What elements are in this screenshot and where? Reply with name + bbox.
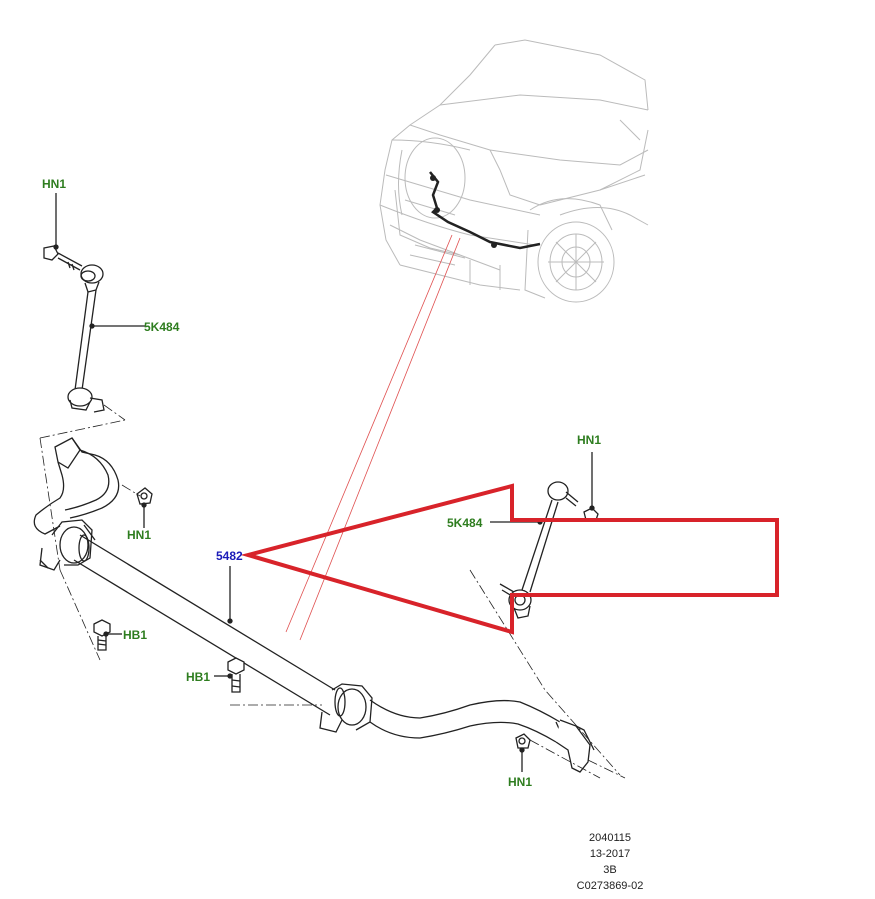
red-highlight-callout [240, 483, 779, 635]
locator-lines [285, 234, 461, 641]
callout-hn1-bottom: HN1 [508, 775, 533, 789]
callout-5k484-left: 5K484 [144, 320, 180, 334]
doc-id: C0273869-02 [576, 880, 644, 892]
left-bushing-centerlines [39, 437, 101, 661]
callout-hb1-left: HB1 [123, 628, 148, 642]
hb1-left-bolt [93, 619, 122, 651]
stabilizer-bar [33, 437, 595, 773]
callout-hn1-right: HN1 [577, 433, 602, 447]
callout-hn1-top-left: HN1 [42, 177, 67, 191]
doc-code: 2040115 [588, 832, 631, 844]
callout-5k484-right: 5K484 [447, 516, 483, 530]
left-link-centerline [39, 404, 126, 439]
callout-hb1-center: HB1 [186, 670, 211, 684]
vehicle-bar-highlight [429, 171, 541, 250]
callout-5482: 5482 [216, 549, 243, 563]
left-link-assembly [43, 193, 145, 413]
hn1-bottom-nut [515, 733, 531, 772]
hb1-center-bolt [214, 657, 245, 693]
hn1-mid-left-centerline [121, 484, 141, 497]
callout-hn1-mid-left: HN1 [127, 528, 152, 542]
doc-revision: 3B [603, 864, 617, 876]
doc-date: 13-2017 [589, 848, 631, 860]
hn1-mid-left-nut [136, 487, 153, 528]
vehicle-locator-sketch [379, 39, 649, 303]
right-end-centerlines [469, 569, 626, 779]
